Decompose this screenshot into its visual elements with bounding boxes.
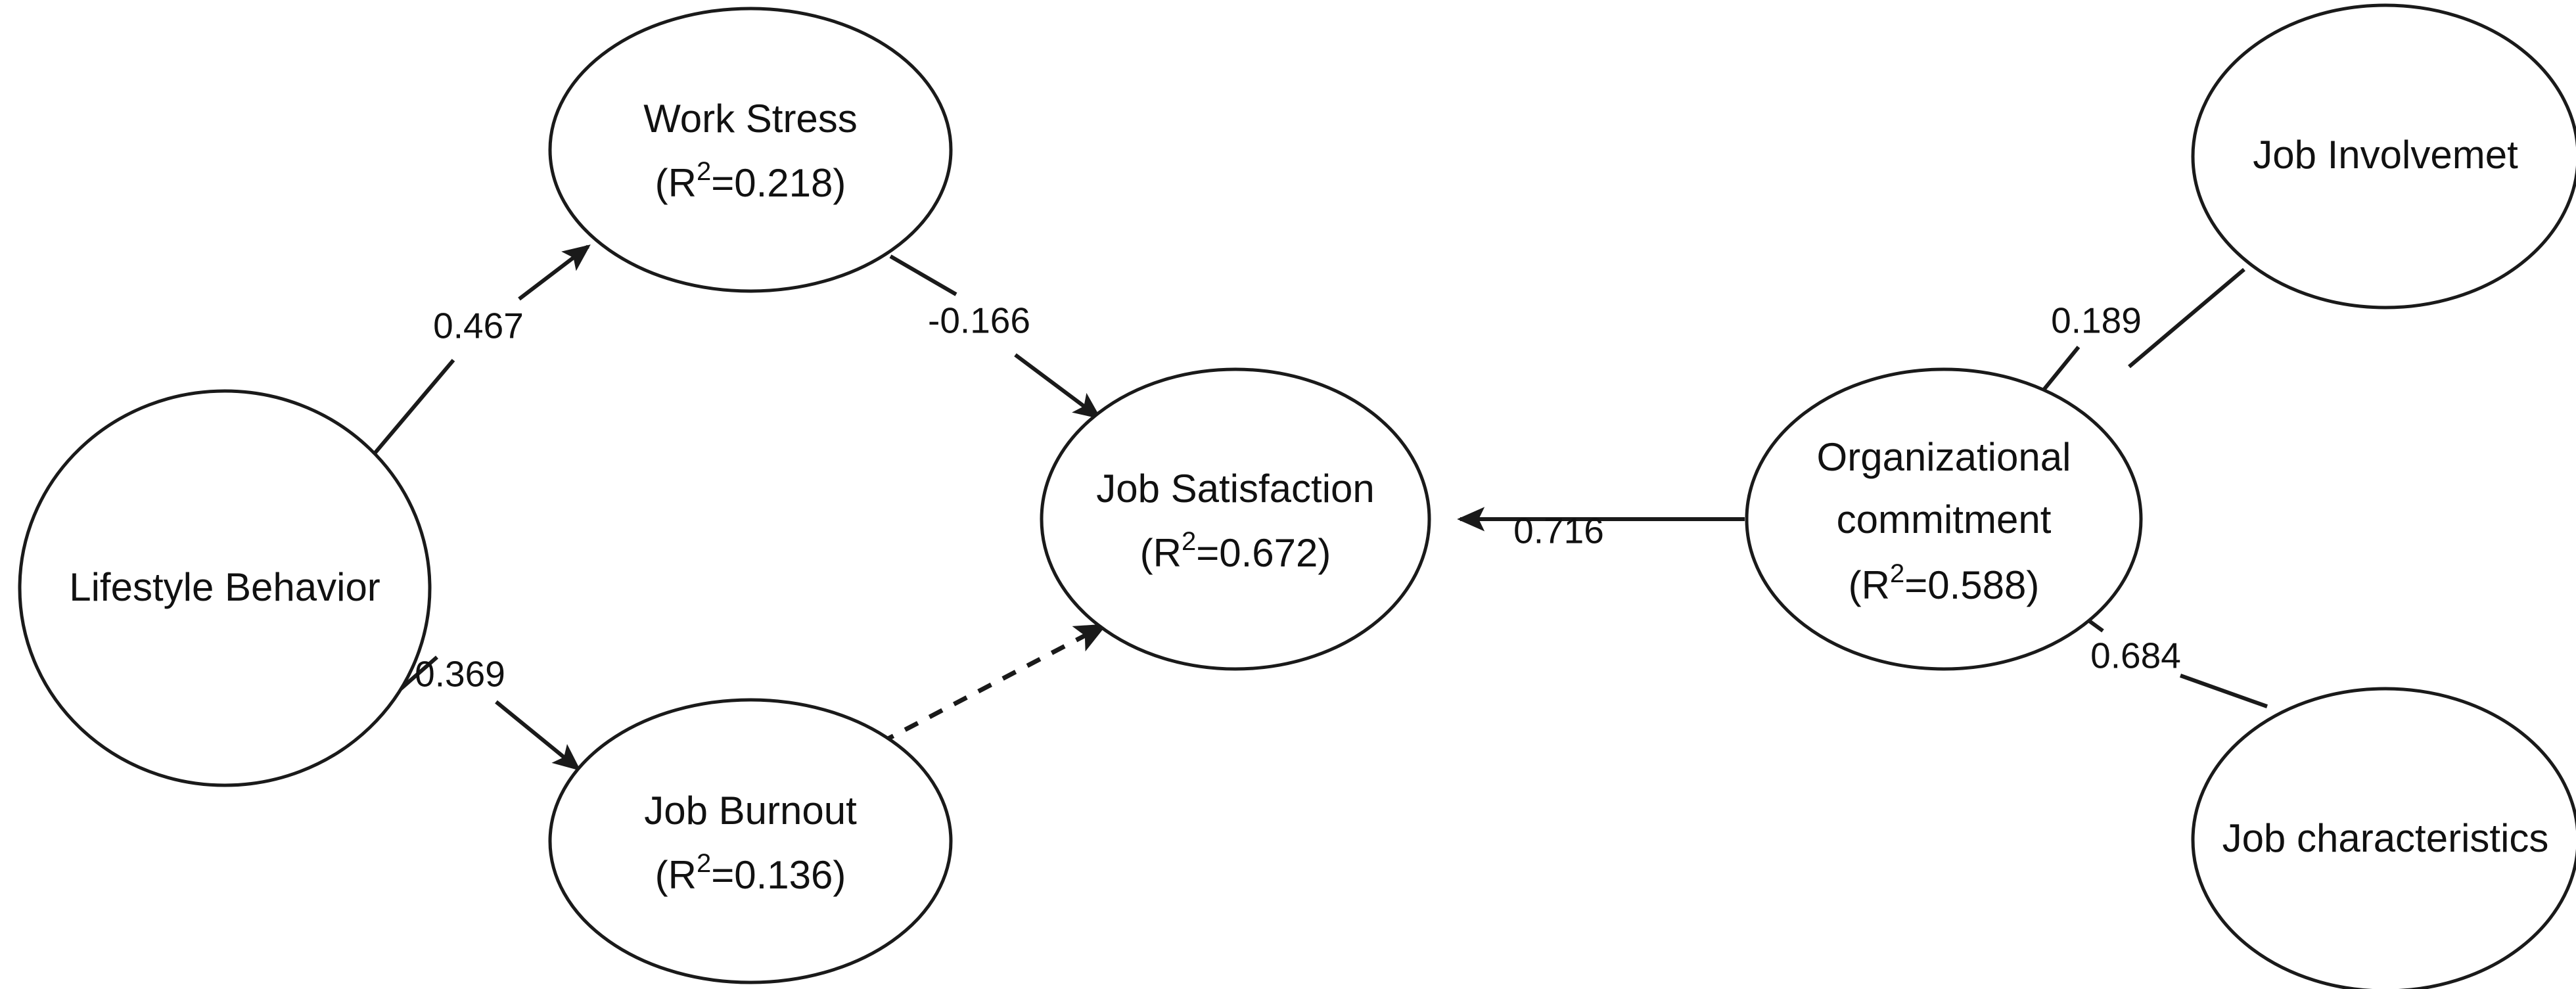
rsq-value: =0.136) xyxy=(711,853,846,897)
node-ellipse-shape xyxy=(548,698,953,984)
rsq-superscript: 2 xyxy=(1182,527,1196,556)
edge-segment-upper xyxy=(2128,267,2245,369)
node-work-stress[interactable]: Work Stress (R2=0.218) xyxy=(548,7,953,293)
edge-segment-upper xyxy=(889,254,957,296)
edge-org-commitment-to-job-satisfaction[interactable]: 0.716 xyxy=(1457,507,1745,551)
rsq-superscript: 2 xyxy=(697,157,711,186)
node-rsquared-job-burnout: (R2=0.136) xyxy=(655,849,846,897)
node-rsquared-org-commitment: (R2=0.588) xyxy=(1849,559,2040,607)
edge-label-neg0166: -0.166 xyxy=(928,300,1030,341)
node-ellipse-shape xyxy=(1745,367,2143,671)
edge-label-0716: 0.716 xyxy=(1513,511,1604,551)
node-label-job-satisfaction: Job Satisfaction xyxy=(1096,467,1375,511)
rsq-prefix: (R xyxy=(1849,563,1890,607)
node-ellipse-shape xyxy=(548,7,953,293)
rsq-prefix: (R xyxy=(1140,531,1182,575)
edge-segment-lower xyxy=(495,700,581,771)
edge-segment-lower xyxy=(2179,674,2268,708)
edge-label-0467: 0.467 xyxy=(433,306,524,346)
node-job-burnout[interactable]: Job Burnout (R2=0.136) xyxy=(548,698,953,984)
node-job-characteristics[interactable]: Job characteristics xyxy=(2191,687,2576,989)
node-rsquared-job-satisfaction: (R2=0.672) xyxy=(1140,527,1331,575)
edge-label-0189: 0.189 xyxy=(2051,300,2142,341)
rsq-superscript: 2 xyxy=(1890,559,1904,588)
node-label-work-stress: Work Stress xyxy=(643,97,858,141)
node-lifestyle-behavior[interactable]: Lifestyle Behavior xyxy=(18,389,432,787)
node-label-job-characteristics: Job characteristics xyxy=(2222,816,2549,860)
node-ellipse-shape xyxy=(2191,687,2576,989)
node-label-job-burnout: Job Burnout xyxy=(644,789,857,833)
edge-segment-lower xyxy=(1014,353,1101,419)
rsq-prefix: (R xyxy=(655,161,697,205)
node-label-job-involvemet: Job Involvemet xyxy=(2253,133,2518,177)
edge-segment-upper xyxy=(518,244,591,301)
node-label-lifestyle-behavior: Lifestyle Behavior xyxy=(69,565,380,609)
node-ellipse-shape xyxy=(18,389,432,787)
edge-lifestyle-to-job-burnout[interactable]: 0.369 xyxy=(367,654,581,771)
node-label-org-commitment-line1: Organizational xyxy=(1817,435,2071,479)
rsq-value: =0.588) xyxy=(1904,563,2039,607)
edge-job-involvemet-to-org-commitment[interactable]: 0.189 xyxy=(2021,267,2245,417)
rsq-value: =0.218) xyxy=(711,161,846,205)
edge-label-0684: 0.684 xyxy=(2090,635,2181,676)
rsq-superscript: 2 xyxy=(697,849,711,878)
rsq-prefix: (R xyxy=(655,853,697,897)
rsq-value: =0.672) xyxy=(1196,531,1331,575)
node-rsquared-work-stress: (R2=0.218) xyxy=(655,157,846,205)
edge-work-stress-to-job-satisfaction[interactable]: -0.166 xyxy=(889,254,1101,419)
edge-job-burnout-to-job-satisfaction[interactable] xyxy=(879,623,1107,745)
node-label-org-commitment-line2: commitment xyxy=(1837,497,2052,541)
edge-lifestyle-to-work-stress[interactable]: 0.467 xyxy=(373,244,591,455)
node-job-satisfaction[interactable]: Job Satisfaction (R2=0.672) xyxy=(1040,367,1431,671)
node-job-involvemet[interactable]: Job Involvemet xyxy=(2191,3,2576,310)
edge-segment-dashed xyxy=(879,623,1107,745)
node-organizational-commitment[interactable]: Organizational commitment (R2=0.588) xyxy=(1745,367,2143,671)
edge-segment-lower xyxy=(373,359,455,455)
node-ellipse-shape xyxy=(2191,3,2576,310)
node-ellipse-shape xyxy=(1040,367,1431,671)
edge-label-0369: 0.369 xyxy=(415,654,505,695)
